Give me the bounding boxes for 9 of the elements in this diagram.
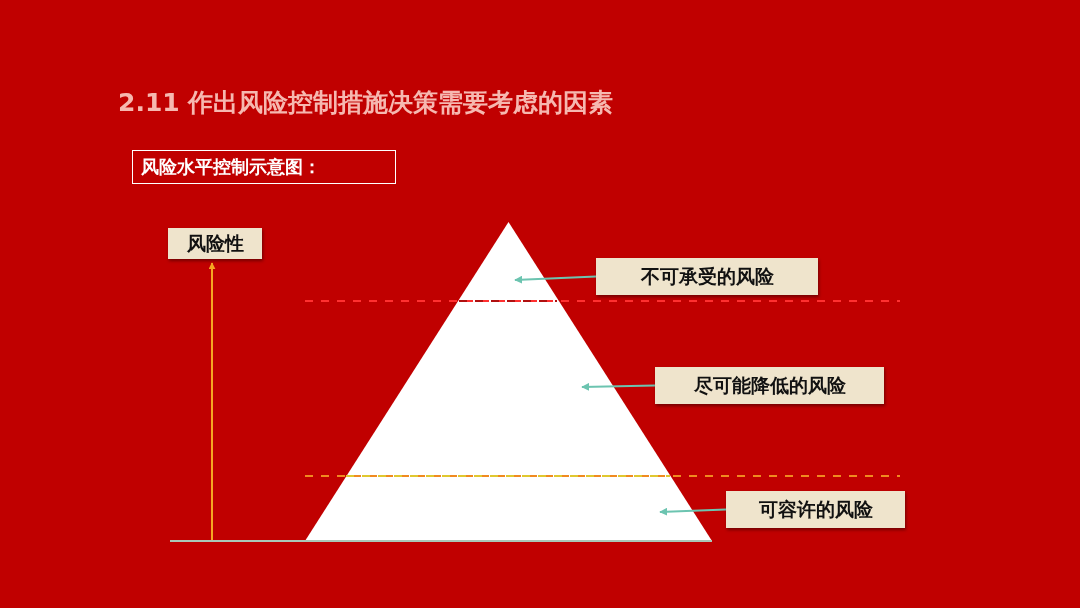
leader-arrow	[581, 382, 656, 391]
heading-box: 风险水平控制示意图：	[132, 150, 396, 184]
label-box: 可容许的风险	[726, 491, 905, 528]
label-box: 不可承受的风险	[596, 258, 818, 295]
label-box: 尽可能降低的风险	[655, 367, 884, 404]
leader-arrow	[514, 275, 597, 284]
slide-title: 2.11 作出风险控制措施决策需要考虑的因素	[118, 87, 614, 119]
leader-arrow	[659, 507, 727, 516]
label-box: 风险性	[168, 228, 262, 259]
